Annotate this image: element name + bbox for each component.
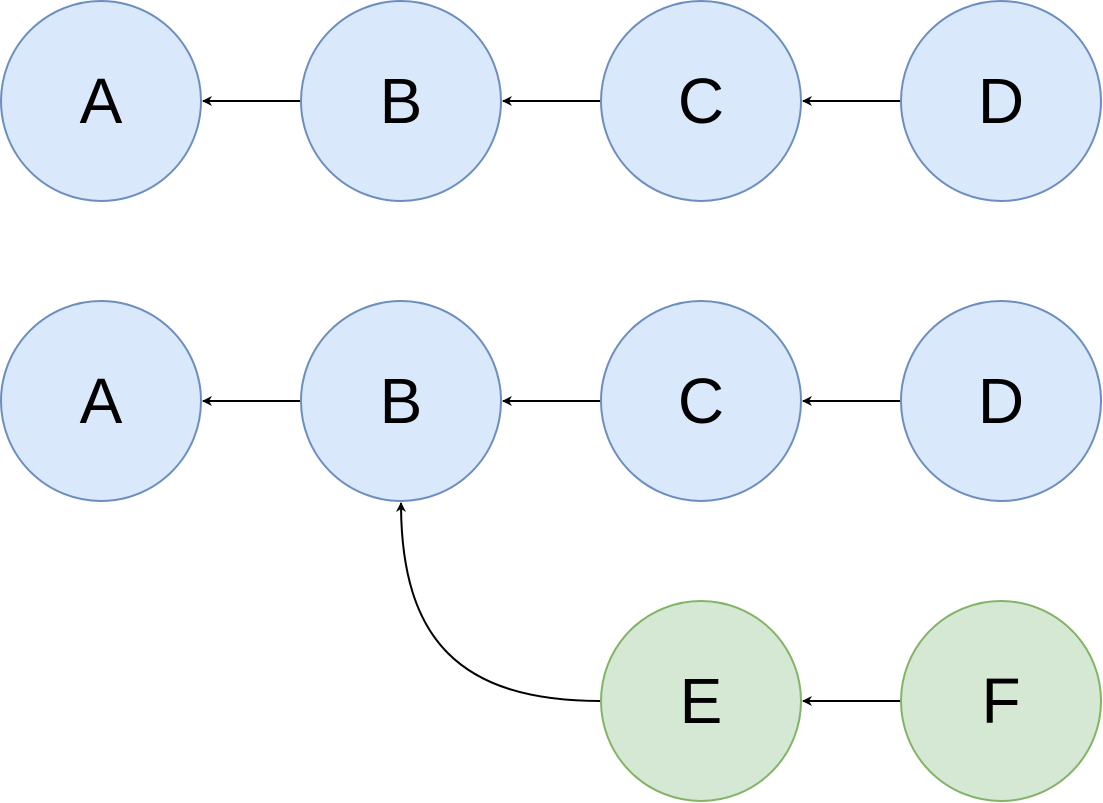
node-branch-f: F: [900, 600, 1102, 802]
node-label: B: [380, 65, 423, 137]
node-top-d: D: [900, 0, 1102, 202]
node-top-a: A: [0, 0, 202, 202]
node-label: D: [978, 365, 1024, 437]
node-label: F: [981, 665, 1020, 737]
node-label: E: [680, 665, 723, 737]
node-label: C: [678, 365, 724, 437]
node-top-c: C: [600, 0, 802, 202]
node-label: C: [678, 65, 724, 137]
edge-e-to-mid-b: [396, 502, 602, 702]
node-mid-c: C: [600, 300, 802, 502]
node-branch-e: E: [600, 600, 802, 802]
node-label: D: [978, 65, 1024, 137]
node-label: A: [80, 65, 123, 137]
node-top-b: B: [300, 0, 502, 202]
node-mid-a: A: [0, 300, 202, 502]
node-label: B: [380, 365, 423, 437]
node-label: A: [80, 365, 123, 437]
node-mid-b: B: [300, 300, 502, 502]
node-mid-d: D: [900, 300, 1102, 502]
